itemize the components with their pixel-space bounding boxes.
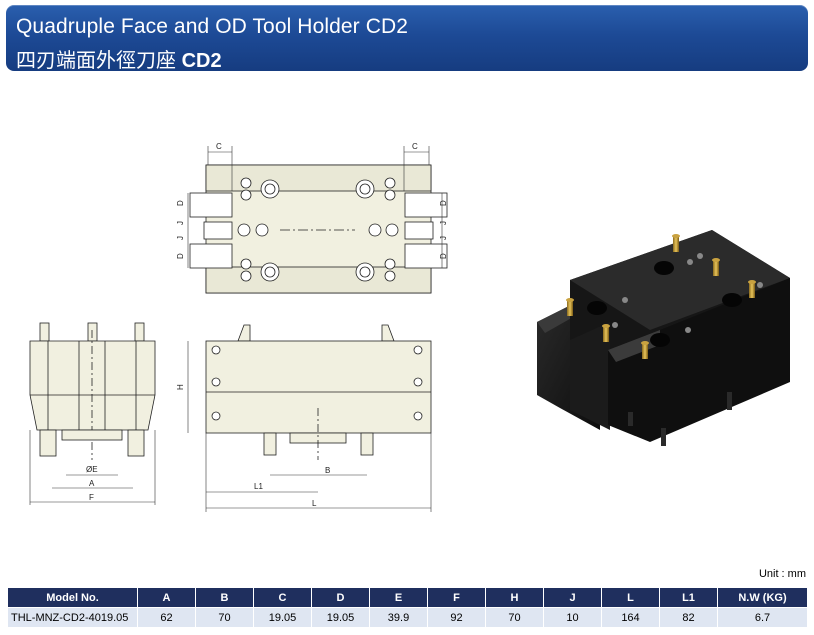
col-d: D (311, 587, 370, 608)
col-l1: L1 (659, 587, 718, 608)
label-d-lower-left: D (176, 253, 185, 259)
cell-l1: 82 (659, 607, 718, 628)
label-f: F (89, 493, 94, 502)
col-nw: N.W (KG) (717, 587, 808, 608)
col-j: J (543, 587, 602, 608)
cell-j: 10 (543, 607, 602, 628)
top-view-drawing (189, 164, 448, 294)
label-d-upper-left: D (176, 200, 185, 206)
col-f: F (427, 587, 486, 608)
label-b: B (325, 466, 330, 475)
label-j-upper-left: J (176, 221, 185, 225)
cell-d: 19.05 (311, 607, 370, 628)
col-e: E (369, 587, 428, 608)
spec-table: Model No. A B C D E F H J L L1 N.W (KG) … (7, 587, 808, 628)
title-chinese: 四刃端面外徑刀座 CD2 (16, 44, 222, 73)
product-render (537, 230, 790, 446)
label-a: A (89, 479, 95, 488)
title-chinese-text: 四刃端面外徑刀座 (16, 50, 176, 72)
col-b: B (195, 587, 254, 608)
side-view-drawing (205, 324, 432, 460)
label-e: ØE (86, 465, 98, 474)
technical-drawings: C C D D J J D D J J ØE A F (29, 142, 790, 512)
unit-label: Unit : mm (758, 568, 806, 580)
label-c-right: C (412, 142, 418, 151)
label-j-lower-right: J (439, 236, 448, 240)
cell-a: 62 (137, 607, 196, 628)
label-d-lower-right: D (439, 253, 448, 259)
title-english: Quadruple Face and OD Tool Holder CD2 (16, 15, 409, 38)
title-banner: Quadruple Face and OD Tool Holder CD2 四刃… (6, 5, 808, 73)
cell-b: 70 (195, 607, 254, 628)
spec-table-header: Model No. A B C D E F H J L L1 N.W (KG) (7, 587, 808, 608)
col-model: Model No. (7, 587, 138, 608)
col-c: C (253, 587, 312, 608)
cell-e: 39.9 (369, 607, 428, 628)
table-row: THL-MNZ-CD2-4019.05 62 70 19.05 19.05 39… (7, 607, 808, 628)
cell-h: 70 (485, 607, 544, 628)
front-view-drawing (29, 322, 156, 460)
title-code: CD2 (181, 50, 222, 72)
label-d-upper-right: D (439, 200, 448, 206)
label-l: L (312, 499, 317, 508)
label-l1: L1 (254, 482, 263, 491)
col-a: A (137, 587, 196, 608)
col-h: H (485, 587, 544, 608)
label-j-upper-right: J (439, 221, 448, 225)
cell-nw: 6.7 (717, 607, 808, 628)
cell-l: 164 (601, 607, 660, 628)
label-c-left: C (216, 142, 222, 151)
col-l: L (601, 587, 660, 608)
label-j-lower-left: J (176, 236, 185, 240)
cell-f: 92 (427, 607, 486, 628)
top-view-dimensions (187, 146, 443, 268)
cell-model: THL-MNZ-CD2-4019.05 (7, 607, 138, 628)
cell-c: 19.05 (253, 607, 312, 628)
label-h: H (176, 384, 185, 390)
